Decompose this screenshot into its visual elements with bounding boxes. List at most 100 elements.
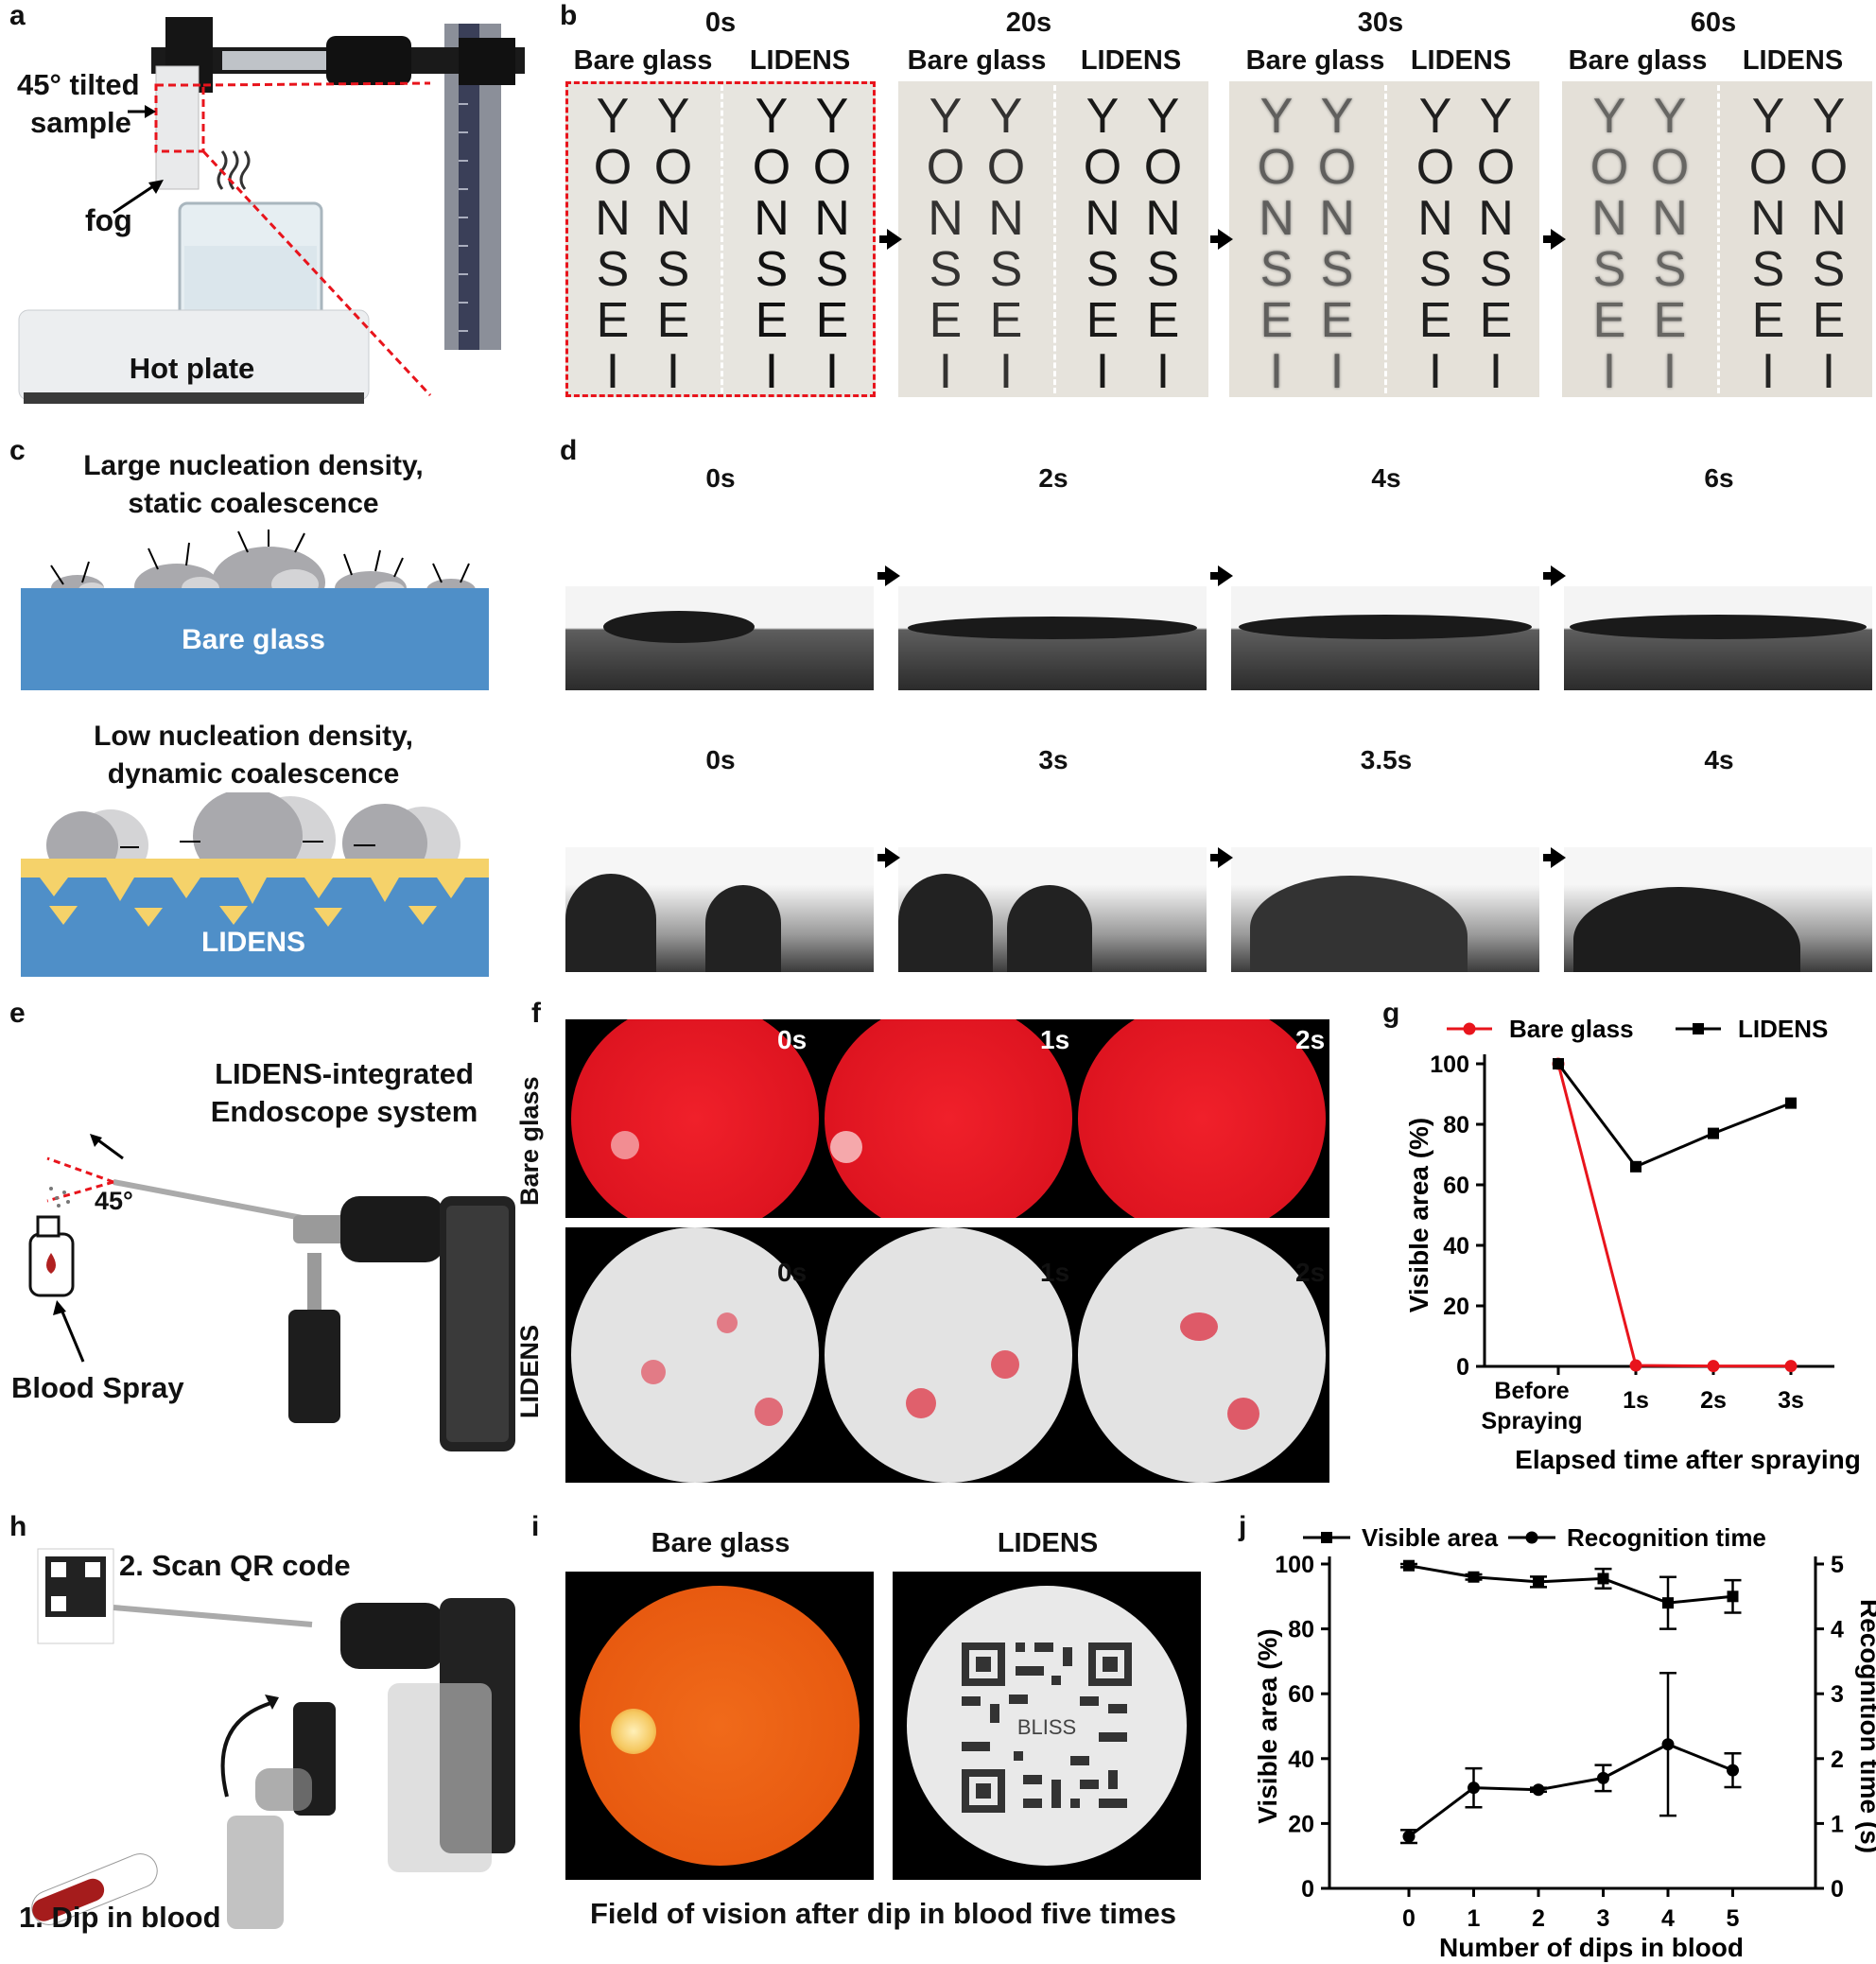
b-bare-3: Bare glass <box>1568 45 1708 76</box>
j-x-tick-label: 0 <box>1402 1905 1416 1932</box>
j-series-line <box>1408 1564 1733 1605</box>
g-x-tick-label: Spraying <box>1482 1408 1583 1434</box>
j-data-point <box>1597 1771 1609 1784</box>
g-series-line <box>1556 1063 1792 1169</box>
panel-label-b: b <box>560 0 578 31</box>
j-data-point <box>1661 1738 1675 1751</box>
panel-label-c: c <box>9 435 26 466</box>
endoscope-shaft <box>113 1179 313 1223</box>
e-system-line1: LIDENS-integrated <box>215 1057 474 1090</box>
b-letter-column: Y O N S E I <box>986 89 1026 399</box>
panel-label-a: a <box>9 0 26 31</box>
c-top-schematic <box>21 526 489 690</box>
b-zoom-frame <box>565 81 876 397</box>
h-dip-scan-photo <box>9 1532 525 1938</box>
g-y-tick-label: 60 <box>1443 1173 1469 1199</box>
d-bottom-arrow-1 <box>877 847 900 868</box>
j-x-tick-label: 1 <box>1468 1905 1481 1932</box>
b-bare-2: Bare glass <box>1245 45 1385 76</box>
d-top-frame-1 <box>898 586 1207 690</box>
j-x-tick-label: 3 <box>1597 1905 1610 1932</box>
h-camera-head <box>340 1603 444 1669</box>
d-bottom-frame-2 <box>1231 847 1539 972</box>
j-x-axis-title: Number of dips in blood <box>1439 1933 1744 1962</box>
g-data-point <box>1630 1160 1642 1173</box>
panel-label-h: h <box>9 1511 27 1542</box>
b-divider-3 <box>1717 85 1720 393</box>
j-x-tick-label: 5 <box>1727 1905 1740 1932</box>
f-bare-time-1: 1s <box>1040 1025 1070 1054</box>
g-x-tick-label: 2s <box>1700 1387 1727 1414</box>
i-bare-view <box>565 1572 874 1880</box>
b-letter-column: Y O N S E I <box>1809 89 1849 399</box>
panel-a-setup-photo <box>14 9 544 407</box>
f-bare-time-2: 2s <box>1295 1025 1326 1054</box>
b-letter-column: Y O N S E I <box>1083 89 1122 399</box>
panel-label-j: j <box>1239 1511 1247 1542</box>
d-top-frame-0 <box>565 586 874 690</box>
setup-illustration <box>18 17 525 404</box>
d-top-time-0: 0s <box>705 463 736 493</box>
b-lidens-3: LIDENS <box>1742 45 1844 76</box>
qr-code-icon <box>957 1638 1137 1817</box>
j-y-tick-label-right: 2 <box>1831 1747 1844 1773</box>
g-y-tick-label: 80 <box>1443 1112 1469 1138</box>
d-bottom-time-3: 4s <box>1704 745 1734 774</box>
i-lidens-view: BLISS <box>893 1572 1201 1880</box>
j-legend-marker <box>1321 1532 1332 1543</box>
j-data-point <box>1468 1571 1480 1583</box>
b-letter-column: Y O N S E I <box>653 89 693 399</box>
g-series-line <box>1556 1063 1791 1368</box>
b-divider-1 <box>1053 85 1056 393</box>
fog-label: fog <box>85 203 132 237</box>
panel-label-d: d <box>560 435 578 466</box>
qr-center-text: BLISS <box>1016 1715 1077 1739</box>
j-y-tick-label-right: 5 <box>1831 1552 1844 1578</box>
j-data-point <box>1403 1559 1415 1572</box>
d-top-frame-2 <box>1231 586 1539 690</box>
j-series-line <box>1408 1743 1734 1838</box>
b-lidens-0: LIDENS <box>749 45 851 76</box>
j-legend-marker <box>1525 1531 1538 1544</box>
g-y-tick-label: 20 <box>1443 1294 1469 1320</box>
h-step1-label: 1. Dip in blood <box>19 1901 221 1934</box>
j-y-axis-title-left: Visible area (%) <box>1253 1628 1282 1823</box>
j-data-point <box>1727 1764 1739 1777</box>
g-data-point <box>1553 1058 1564 1069</box>
j-y-axis-title-right: Recognition time (s) <box>1855 1599 1876 1853</box>
j-y-tick-label-right: 1 <box>1831 1811 1844 1837</box>
j-data-point <box>1727 1590 1739 1603</box>
c-bottom-line1: Low nucleation density, <box>94 721 413 752</box>
d-bottom-time-2: 3.5s <box>1360 745 1413 774</box>
g-legend-marker <box>1693 1023 1704 1034</box>
g-y-tick-label: 0 <box>1456 1354 1469 1381</box>
g-y-tick-label: 100 <box>1430 1052 1469 1078</box>
f-lidens-time-1: 1s <box>1040 1258 1070 1287</box>
b-lidens-1: LIDENS <box>1080 45 1182 76</box>
f-bare-strip <box>565 1019 1329 1218</box>
b-bare-1: Bare glass <box>907 45 1047 76</box>
blood-tube <box>31 1853 158 1925</box>
b-arrow-3 <box>1543 229 1566 250</box>
b-arrow-1 <box>879 229 902 250</box>
b-letter-column: Y O N S E I <box>1257 89 1296 399</box>
ruler-scale <box>459 24 479 350</box>
e-angle-label: 45° <box>95 1187 133 1215</box>
j-data-point <box>1533 1575 1544 1588</box>
b-letter-column: Y O N S E I <box>926 89 965 399</box>
e-endoscope-photo <box>9 1130 525 1470</box>
b-letter-column: Y O N S E I <box>812 89 852 399</box>
e-spray-label: Blood Spray <box>11 1371 184 1404</box>
d-bottom-arrow-2 <box>1210 847 1233 868</box>
i-lidens-label: LIDENS <box>997 1528 1099 1558</box>
c-top-substrate: Bare glass <box>182 624 325 655</box>
j-y-tick-label-left: 60 <box>1288 1681 1314 1708</box>
d-bottom-arrow-3 <box>1543 847 1566 868</box>
j-y-tick-label-right: 4 <box>1831 1617 1844 1643</box>
j-data-point <box>1402 1830 1416 1843</box>
d-top-arrow-2 <box>1210 565 1233 586</box>
j-data-point <box>1532 1783 1545 1797</box>
g-y-axis-title: Visible area (%) <box>1404 1118 1433 1312</box>
j-data-point <box>1597 1573 1609 1585</box>
